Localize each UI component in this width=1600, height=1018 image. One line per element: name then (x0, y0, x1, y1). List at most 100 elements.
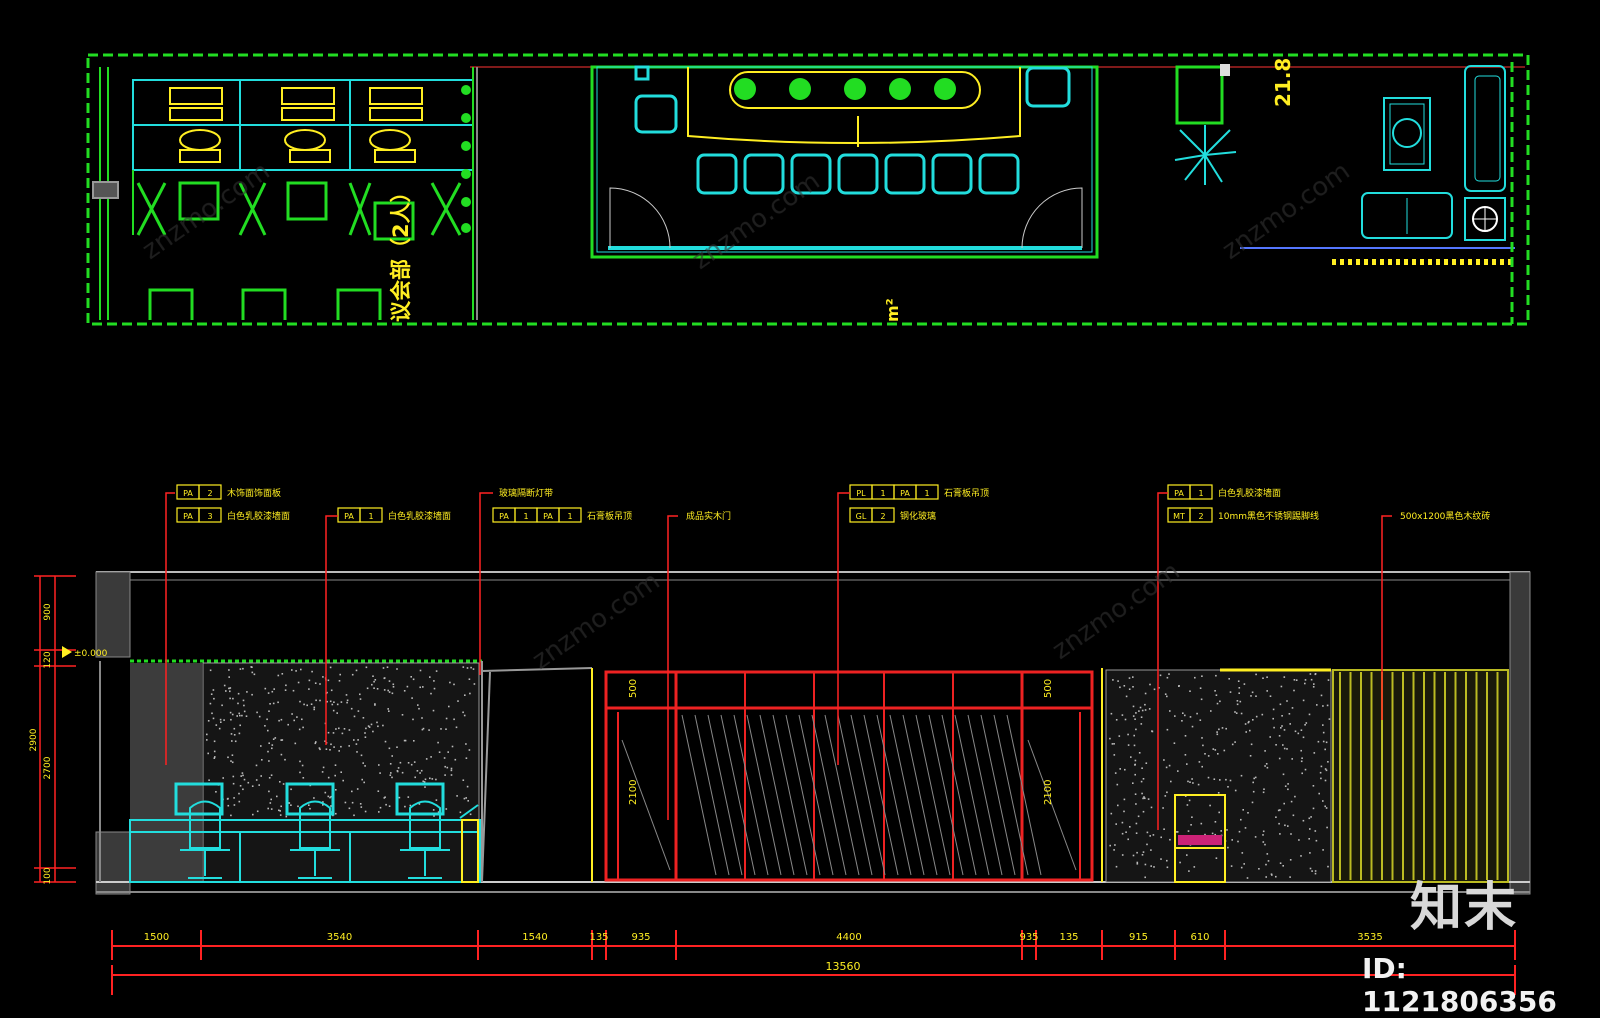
texture-dot (321, 771, 324, 773)
callout-code: 1 (924, 489, 929, 498)
hatch-line (798, 714, 834, 876)
texture-dot (1132, 715, 1135, 717)
texture-dot (373, 680, 375, 683)
texture-dot (290, 788, 292, 791)
texture-dot (233, 734, 236, 736)
texture-dot (1309, 828, 1311, 830)
texture-dot (1184, 735, 1187, 737)
texture-dot (1127, 744, 1130, 746)
texture-dot (1286, 748, 1288, 750)
callout-note: 成品实木门 (686, 510, 731, 522)
texture-dot (1160, 836, 1162, 839)
texture-dot (372, 730, 374, 733)
hatch-line (837, 714, 873, 876)
texture-dot (351, 790, 353, 793)
texture-dot (368, 726, 371, 728)
texture-dot (403, 690, 406, 692)
texture-dot (374, 704, 376, 706)
image-id-watermark: ID: 1121806356 (1362, 952, 1557, 1018)
texture-dot (242, 699, 245, 702)
texture-dot (383, 677, 386, 679)
texture-dot (388, 691, 391, 693)
texture-dot (1235, 712, 1238, 714)
texture-dot (268, 790, 270, 793)
texture-dot (1304, 679, 1307, 681)
texture-dot (297, 805, 299, 808)
texture-dot (391, 755, 393, 757)
texture-dot (1310, 816, 1312, 818)
texture-dot (444, 765, 446, 768)
texture-dot (1324, 748, 1326, 751)
texture-dot (433, 680, 435, 682)
texture-dot (308, 688, 310, 690)
texture-dot (1216, 733, 1219, 736)
texture-dot (277, 674, 280, 677)
texture-dot (231, 754, 234, 756)
texture-dot (351, 801, 354, 804)
texture-dot (1287, 788, 1289, 791)
texture-dot (1133, 744, 1136, 747)
level-tag: ±0.000 (74, 649, 108, 659)
texture-dot (462, 666, 465, 668)
texture-dot (1201, 737, 1203, 739)
texture-dot (1229, 691, 1232, 693)
height-dimensions (34, 575, 76, 883)
texture-dot (1149, 835, 1151, 837)
texture-dot (1255, 695, 1257, 697)
texture-dot (353, 715, 356, 718)
texture-dot (256, 711, 258, 714)
texture-dot (1322, 800, 1324, 802)
texture-dot (1127, 838, 1129, 841)
texture-dot (273, 688, 275, 690)
texture-dot (1135, 803, 1137, 805)
texture-dot (237, 692, 240, 695)
texture-dot (407, 762, 410, 764)
texture-dot (330, 743, 332, 746)
texture-dot (1302, 819, 1305, 822)
texture-dot (335, 812, 337, 815)
hatch-line (902, 714, 938, 876)
door-height-left: 2100 (628, 780, 639, 805)
hatch-line (785, 714, 821, 876)
texture-dot (1133, 734, 1135, 737)
texture-dot (398, 796, 401, 799)
texture-dot (233, 727, 236, 730)
texture-dot (417, 704, 419, 706)
texture-dot (231, 740, 233, 742)
texture-dot (1237, 680, 1240, 682)
hatch-line (993, 714, 1029, 876)
texture-dot (280, 753, 283, 756)
callout-code-box (915, 484, 939, 500)
texture-dot (385, 803, 387, 806)
texture-dot (1163, 759, 1165, 761)
texture-dot (450, 769, 453, 772)
texture-dot (1254, 776, 1257, 779)
texture-dot (1166, 728, 1169, 731)
texture-dot (1266, 853, 1269, 855)
texture-dot (1188, 870, 1190, 872)
texture-dot (1322, 705, 1324, 707)
texture-dot (242, 667, 244, 670)
texture-dot (419, 669, 422, 672)
texture-dot (284, 689, 287, 691)
texture-dot (399, 761, 402, 764)
texture-dot (267, 807, 269, 810)
texture-dot (233, 804, 236, 806)
dimension-label: 1540 (522, 932, 547, 943)
texture-dot (278, 719, 280, 722)
texture-dot (1304, 682, 1306, 685)
texture-dot (416, 770, 419, 772)
texture-dot (1166, 866, 1169, 869)
texture-dot (466, 667, 469, 669)
texture-dot (1139, 706, 1142, 709)
texture-dot (230, 733, 233, 735)
texture-dot (1169, 710, 1171, 712)
texture-dot (411, 697, 413, 699)
texture-dot (212, 717, 215, 720)
callout-note: 白色乳胶漆墙面 (227, 510, 290, 522)
texture-dot (1132, 782, 1134, 784)
